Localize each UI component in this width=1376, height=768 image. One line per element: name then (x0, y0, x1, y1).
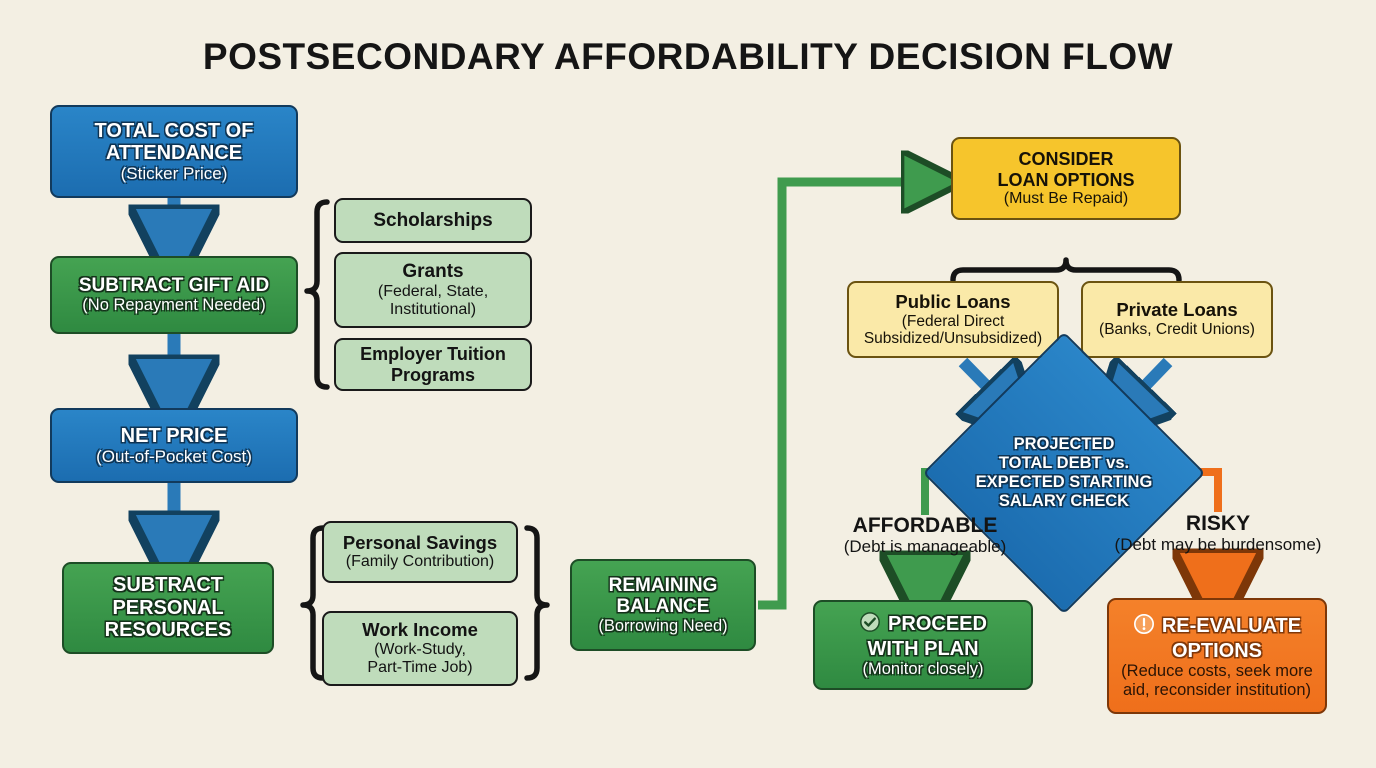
branch-label-affordable: AFFORDABLE (Debt is manageable) (820, 514, 1030, 557)
diamond-line4: SALARY CHECK (998, 491, 1130, 510)
node-title-line1: CONSIDER (1018, 149, 1114, 170)
node-title-line1: RE-EVALUATE (1161, 615, 1302, 638)
node-subtitle: (Monitor closely) (862, 660, 984, 679)
node-subtitle: (Out-of-Pocket Cost) (96, 447, 252, 467)
node-title: Public Loans (895, 290, 1011, 312)
node-subtitle: (No Repayment Needed) (82, 296, 266, 315)
node-title: SUBTRACT GIFT AID (78, 275, 270, 297)
node-title-line1: SUBTRACT (113, 574, 223, 597)
node-title: Grants (402, 261, 464, 283)
node-net-price[interactable]: NET PRICE (Out-of-Pocket Cost) (50, 408, 298, 483)
page-title: POSTSECONDARY AFFORDABILITY DECISION FLO… (202, 36, 1174, 77)
node-subtitle: (Borrowing Need) (598, 617, 728, 636)
node-title-line1: TOTAL COST OF (94, 119, 254, 142)
node-decision-diamond[interactable]: PROJECTED TOTAL DEBT vs. EXPECTED STARTI… (922, 331, 1206, 615)
node-proceed-with-plan[interactable]: PROCEED WITH PLAN (Monitor closely) (813, 600, 1033, 690)
node-subtitle: (Family Contribution) (345, 553, 495, 571)
node-public-loans[interactable]: Public Loans (Federal Direct Subsidized/… (847, 281, 1059, 358)
node-reevaluate-options[interactable]: RE-EVALUATE OPTIONS (Reduce costs, seek … (1107, 598, 1327, 714)
diamond-line3: EXPECTED STARTING (975, 473, 1153, 491)
node-subtract-gift-aid[interactable]: SUBTRACT GIFT AID (No Repayment Needed) (50, 256, 298, 334)
branch-label-affordable-sub: (Debt is manageable) (843, 537, 1007, 557)
node-remaining-balance[interactable]: REMAINING BALANCE (Borrowing Need) (570, 559, 756, 651)
node-subtitle-line1: (Federal, State, (377, 282, 489, 300)
node-title-line2: ATTENDANCE (105, 141, 243, 164)
node-subtitle: (Must Be Repaid) (1003, 189, 1129, 207)
node-subtitle-line2: Part-Time Job) (367, 658, 473, 676)
brace-personal-right (524, 525, 550, 681)
brace-gift-aid (304, 199, 330, 390)
node-work-income[interactable]: Work Income (Work-Study, Part-Time Job) (322, 611, 518, 686)
branch-label-risky-sub: (Debt may be burdensome) (1114, 535, 1322, 555)
node-subtract-personal-resources[interactable]: SUBTRACT PERSONAL RESOURCES (62, 562, 274, 654)
node-title: Scholarships (373, 209, 493, 231)
branch-label-risky-title: RISKY (1185, 512, 1251, 535)
node-private-loans[interactable]: Private Loans (Banks, Credit Unions) (1081, 281, 1273, 358)
node-total-cost-of-attendance[interactable]: TOTAL COST OF ATTENDANCE (Sticker Price) (50, 105, 298, 198)
node-subtitle-line1: (Reduce costs, seek more (1121, 662, 1313, 681)
node-title-line2: OPTIONS (1171, 639, 1262, 662)
node-grants[interactable]: Grants (Federal, State, Institutional) (334, 252, 532, 328)
node-title: NET PRICE (120, 424, 228, 447)
node-subtitle-line1: (Work-Study, (374, 640, 466, 658)
node-subtitle: (Sticker Price) (120, 164, 228, 184)
check-circle-icon (859, 611, 881, 638)
node-title-line2: BALANCE (616, 595, 710, 617)
node-title: Private Loans (1116, 299, 1238, 321)
diamond-line2: TOTAL DEBT vs. (998, 454, 1130, 473)
node-title-line1: REMAINING (608, 574, 718, 596)
node-subtitle-line2: Institutional) (389, 300, 477, 318)
node-title: Personal Savings (342, 531, 498, 553)
node-title-line1: PROCEED (888, 613, 987, 636)
brace-personal-left (300, 525, 326, 681)
brace-loan-split (950, 257, 1182, 283)
node-subtitle-line1: (Federal Direct (901, 312, 1005, 330)
node-subtitle-line2: Subsidized/Unsubsidized) (863, 329, 1043, 347)
diamond-line1: PROJECTED (1013, 435, 1115, 454)
node-personal-savings[interactable]: Personal Savings (Family Contribution) (322, 521, 518, 583)
node-subtitle: (Banks, Credit Unions) (1099, 321, 1255, 339)
node-subtitle-line2: aid, reconsider institution) (1122, 680, 1311, 699)
node-title-line2: LOAN OPTIONS (997, 169, 1135, 190)
exclamation-circle-icon (1133, 613, 1155, 640)
node-title-line2: PERSONAL (112, 596, 224, 619)
node-scholarships[interactable]: Scholarships (334, 198, 532, 243)
branch-label-risky: RISKY (Debt may be burdensome) (1098, 512, 1338, 555)
diamond-text: PROJECTED TOTAL DEBT vs. EXPECTED STARTI… (964, 435, 1164, 510)
node-title-line2: WITH PLAN (867, 638, 979, 661)
branch-label-affordable-title: AFFORDABLE (852, 514, 998, 537)
node-title-line2: Programs (390, 364, 476, 385)
node-title-line3: RESOURCES (104, 619, 232, 642)
node-consider-loan-options[interactable]: CONSIDER LOAN OPTIONS (Must Be Repaid) (951, 137, 1181, 220)
node-employer-tuition-programs[interactable]: Employer Tuition Programs (334, 338, 532, 391)
node-title: Work Income (362, 619, 478, 641)
node-title-line1: Employer Tuition (360, 344, 506, 365)
